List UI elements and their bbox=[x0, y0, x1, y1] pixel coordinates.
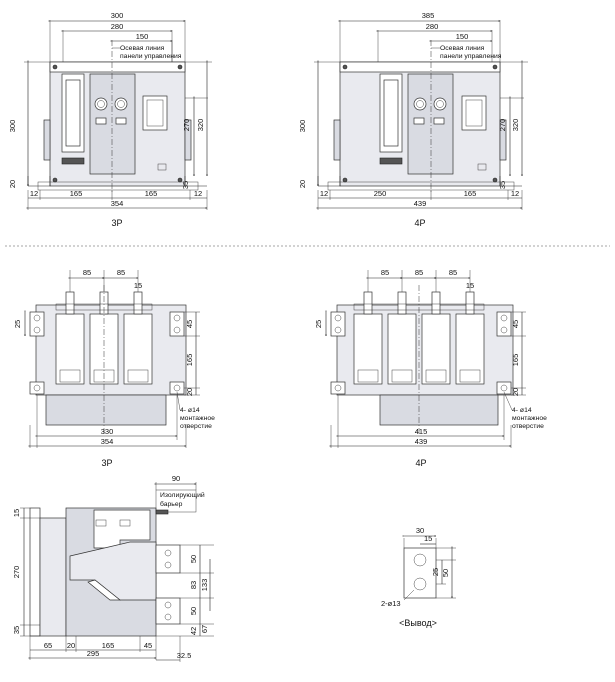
dim-front3p-b165l: 165 bbox=[70, 189, 83, 198]
dim-top3p-w354: 354 bbox=[101, 437, 114, 446]
dim-top4p-p2: 85 bbox=[415, 268, 423, 277]
dim-top4p-p3: 85 bbox=[449, 268, 457, 277]
note-side-line1: Изолирующий bbox=[160, 491, 205, 499]
dim-front3p-b12r: 12 bbox=[194, 189, 202, 198]
dim-side-l270: 270 bbox=[12, 566, 21, 579]
note-front3p-line1: Осевая линия bbox=[120, 45, 165, 52]
hole-top4p-line1: 4- ø14 bbox=[512, 407, 532, 414]
caption-top-4p: 4P bbox=[415, 458, 426, 468]
dim-front3p-b12l: 12 bbox=[30, 189, 38, 198]
dim-side-r42: 42 bbox=[189, 627, 198, 635]
dim-term-25: 25 bbox=[431, 568, 440, 576]
dim-top3p-p1: 85 bbox=[83, 268, 91, 277]
note-front4p-line2: панели управления bbox=[440, 53, 502, 60]
hole-top4p-line2: монтажное bbox=[512, 415, 547, 422]
dim-front4p-right35: 35 bbox=[498, 181, 507, 189]
dim-term-50: 50 bbox=[441, 569, 450, 577]
dim-front4p-150: 150 bbox=[456, 32, 469, 41]
term-hole-label: 2-ø13 bbox=[381, 599, 401, 608]
side-view: Изолирующий барьер 90 15 270 35 50 83 13… bbox=[12, 474, 214, 662]
dim-top4p-w439: 439 bbox=[415, 437, 428, 446]
dim-top3p-r165: 165 bbox=[185, 354, 194, 367]
dim-term-15: 15 bbox=[424, 534, 432, 543]
caption-top-3p: 3P bbox=[101, 458, 112, 468]
dim-front4p-b12l: 12 bbox=[320, 189, 328, 198]
dim-front4p-right270: 270 bbox=[498, 119, 507, 132]
terminal-detail: 30 15 25 50 2-ø13 <Вывод> bbox=[381, 526, 456, 628]
dim-top4p-p1: 85 bbox=[381, 268, 389, 277]
dim-top4p-r45: 45 bbox=[511, 320, 520, 328]
hole-top3p-line2: монтажное bbox=[180, 415, 215, 422]
dim-front4p-280: 280 bbox=[426, 22, 439, 31]
dim-front3p-b354: 354 bbox=[111, 199, 124, 208]
dim-side-r50a: 50 bbox=[189, 555, 198, 563]
dim-front3p-left300: 300 bbox=[8, 120, 17, 133]
caption-front-3p: 3P bbox=[111, 218, 122, 228]
dim-side-b295: 295 bbox=[87, 649, 100, 658]
dim-front3p-right35: 35 bbox=[181, 181, 190, 189]
dim-front4p-b439: 439 bbox=[414, 199, 427, 208]
dim-front3p-300: 300 bbox=[111, 11, 124, 20]
caption-terminal: <Вывод> bbox=[399, 618, 437, 628]
dim-side-r133: 133 bbox=[200, 579, 209, 592]
dim-top3p-p2: 85 bbox=[117, 268, 125, 277]
dim-term-30: 30 bbox=[416, 526, 424, 535]
hole-top3p-line1: 4- ø14 bbox=[180, 407, 200, 414]
note-front3p-line2: панели управления bbox=[120, 53, 182, 60]
dim-front3p-280: 280 bbox=[111, 22, 124, 31]
dim-front4p-b250: 250 bbox=[374, 189, 387, 198]
dim-top3p-l25: 25 bbox=[13, 320, 22, 328]
dim-top3p-t15: 15 bbox=[134, 281, 142, 290]
dim-side-l15: 15 bbox=[12, 509, 21, 517]
dim-front4p-385: 385 bbox=[422, 11, 435, 20]
dim-side-l35: 35 bbox=[12, 626, 21, 634]
dim-front3p-b165r: 165 bbox=[145, 189, 158, 198]
dim-top4p-r20: 20 bbox=[511, 388, 520, 396]
dim-side-b45: 45 bbox=[144, 641, 152, 650]
dim-front3p-150: 150 bbox=[136, 32, 149, 41]
caption-front-4p: 4P bbox=[414, 218, 425, 228]
dim-front3p-right320: 320 bbox=[196, 119, 205, 132]
dim-front3p-left20: 20 bbox=[8, 180, 17, 188]
dim-front4p-right320: 320 bbox=[511, 119, 520, 132]
note-side-line2: барьер bbox=[160, 500, 183, 508]
dim-front4p-left300: 300 bbox=[298, 120, 307, 133]
dim-side-b325: 32.5 bbox=[177, 651, 192, 660]
dim-front4p-left20: 20 bbox=[298, 180, 307, 188]
dim-side-r83: 83 bbox=[189, 581, 198, 589]
dim-side-b20: 20 bbox=[67, 641, 75, 650]
dim-side-b65: 65 bbox=[44, 641, 52, 650]
front-view-4p: 385 280 150 Осевая линия панели управлен… bbox=[298, 11, 528, 228]
dim-side-r50b: 50 bbox=[189, 607, 198, 615]
dim-top4p-w415: 415 bbox=[415, 427, 428, 436]
dim-top4p-t15: 15 bbox=[466, 281, 474, 290]
dim-front3p-right270: 270 bbox=[182, 119, 191, 132]
hole-top4p-line3: отверстие bbox=[512, 423, 544, 430]
top-view-4p: 85 85 85 15 25 45 165 20 4- ø14 монтажно… bbox=[314, 268, 547, 468]
dim-side-r67: 67 bbox=[200, 625, 209, 633]
dim-top3p-w330: 330 bbox=[101, 427, 114, 436]
dim-top3p-r45: 45 bbox=[185, 320, 194, 328]
dim-top3p-r20: 20 bbox=[185, 388, 194, 396]
dim-front4p-b12r: 12 bbox=[511, 189, 519, 198]
dim-side-b165: 165 bbox=[102, 641, 115, 650]
dim-top4p-l25: 25 bbox=[314, 320, 323, 328]
top-view-3p: 85 85 15 25 45 165 20 4- ø14 монтажное о… bbox=[13, 268, 215, 468]
note-front4p-line1: Осевая линия bbox=[440, 45, 485, 52]
dim-top4p-r165: 165 bbox=[511, 354, 520, 367]
dim-front4p-b165: 165 bbox=[464, 189, 477, 198]
front-view-3p: 300 280 150 Осевая линия панели управлен… bbox=[8, 11, 212, 228]
dim-side-t90: 90 bbox=[172, 474, 180, 483]
hole-top3p-line3: отверстие bbox=[180, 423, 212, 430]
